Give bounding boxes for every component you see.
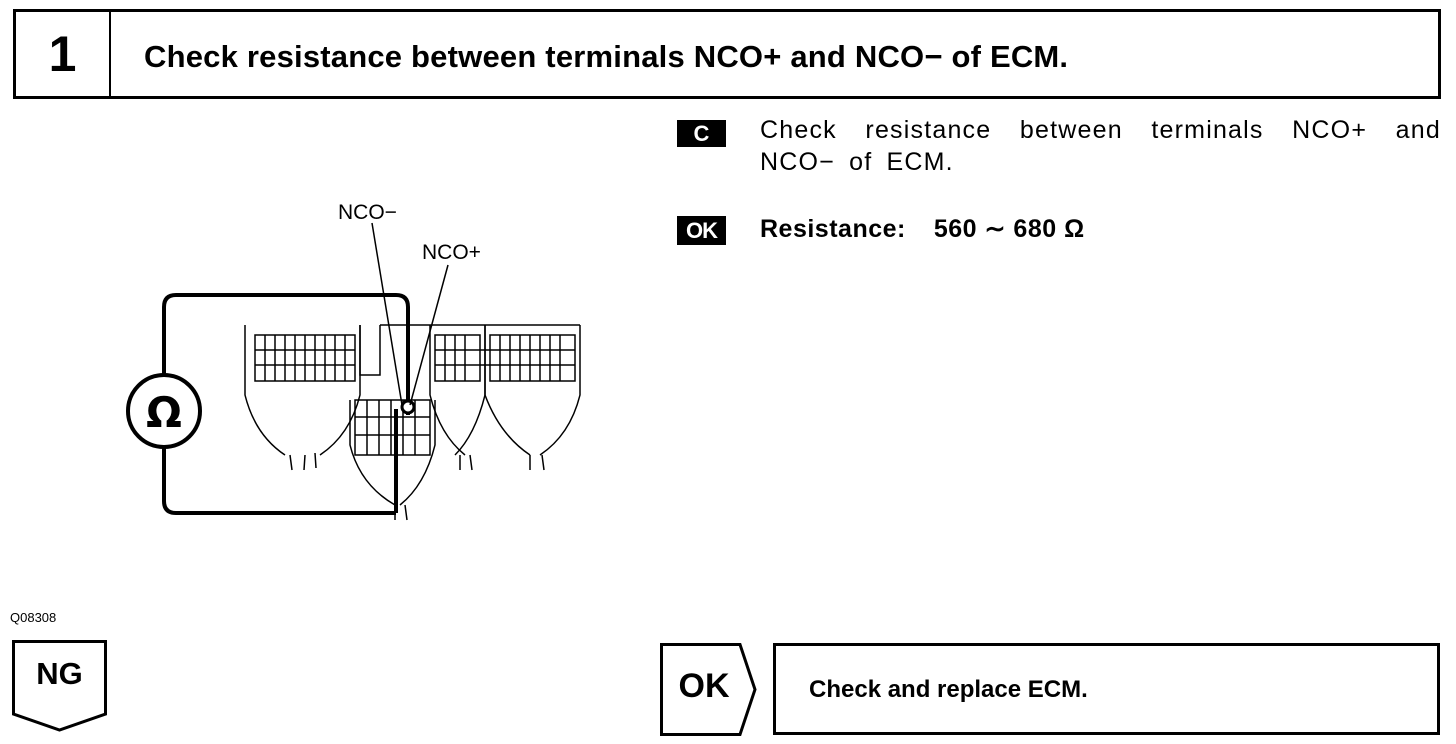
- ng-label: NG: [36, 656, 83, 691]
- instruction-badge: C: [677, 120, 726, 147]
- ok-result-arrow: OK: [660, 643, 770, 736]
- figure-code: Q08308: [10, 610, 57, 625]
- step-header: 1 Check resistance between terminals NCO…: [13, 9, 1441, 99]
- ng-arrow-shape: [12, 640, 107, 732]
- ohmmeter-symbol: Ω: [146, 388, 182, 437]
- ok-arrow-shape: [660, 643, 757, 736]
- step-number: 1: [16, 12, 111, 96]
- ecm-connectors: [244, 324, 581, 521]
- step-title: Check resistance between terminals NCO+ …: [144, 39, 1069, 74]
- spec-label: Resistance:: [760, 215, 906, 243]
- terminal-label-nco-minus: NCO−: [338, 201, 397, 224]
- ok-action-box: Check and replace ECM.: [773, 643, 1440, 735]
- spec-line: Resistance: 560 ∼ 680 Ω: [760, 214, 1085, 244]
- terminal-label-nco-plus: NCO+: [422, 241, 481, 264]
- spec-badge: OK: [677, 216, 726, 245]
- ng-result-box: NG: [12, 640, 107, 732]
- lead-wire-negative: [162, 447, 396, 515]
- ok-label: OK: [678, 667, 730, 705]
- ok-action-text: Check and replace ECM.: [809, 676, 1088, 703]
- spec-value: 560 ∼ 680 Ω: [933, 215, 1085, 243]
- ecm-connector-diagram: Ω: [126, 201, 581, 521]
- instruction-text: Check resistance between terminals NCO+ …: [760, 116, 1441, 176]
- lead-wire-positive: [162, 293, 410, 415]
